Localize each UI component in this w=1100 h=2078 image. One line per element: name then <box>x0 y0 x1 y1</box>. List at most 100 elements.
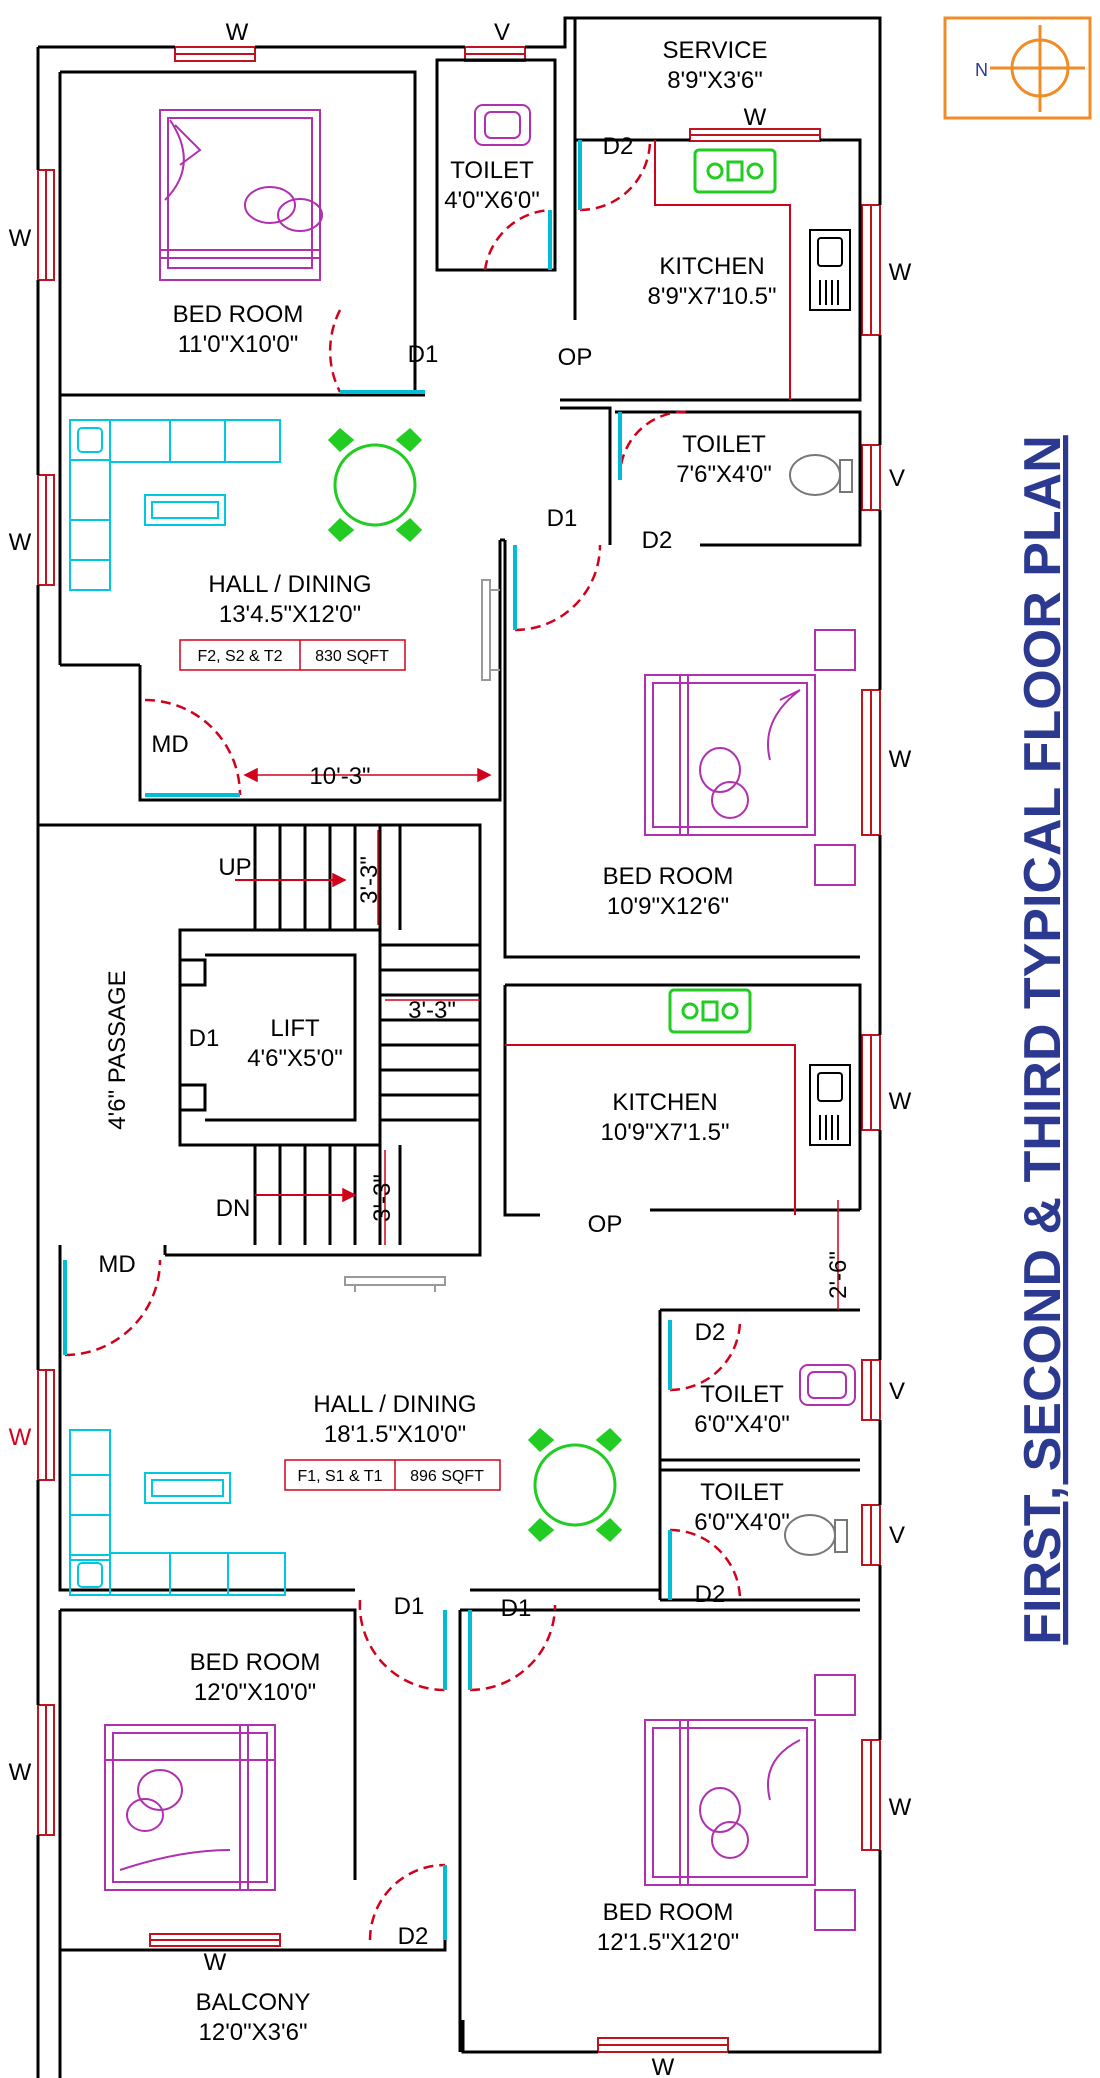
furniture <box>69 104 856 1931</box>
bedroom-right-size: 10'9"X12'6" <box>607 893 729 920</box>
bedroom-bl-label: BED ROOM <box>190 1649 321 1676</box>
toilet-top-size: 4'0"X6'0" <box>444 187 540 214</box>
stair-dim: 3'-3" <box>408 997 456 1024</box>
bedroom-br-label: BED ROOM <box>603 1899 734 1926</box>
window-tag: W <box>652 2054 675 2078</box>
tv-icon <box>481 579 500 681</box>
main-door-tag: MD <box>151 731 188 758</box>
svg-text:N: N <box>975 60 988 80</box>
lift-size: 4'6"X5'0" <box>247 1045 343 1072</box>
walls <box>38 18 880 2078</box>
toilet-b2-size: 6'0"X4'0" <box>694 1509 790 1536</box>
window-tag: W <box>889 746 912 773</box>
area-bottom-value: 896 SQFT <box>410 1468 484 1485</box>
sink-icon <box>809 1064 851 1146</box>
door-d1-tag: D1 <box>394 1593 425 1620</box>
compass-icon: N <box>943 16 1092 120</box>
main-door-tag: MD <box>98 1251 135 1278</box>
passage-label: 4'6" PASSAGE <box>104 970 131 1129</box>
dimension-lines <box>235 767 839 1310</box>
bedroom-bl-size: 12'0"X10'0" <box>194 1679 316 1706</box>
service-size: 8'9"X3'6" <box>667 67 763 94</box>
balcony-label: BALCONY <box>196 1989 311 2016</box>
stair-dim: 3'-3" <box>356 856 383 904</box>
windows <box>37 46 881 2053</box>
bedroom-right-label: BED ROOM <box>603 863 734 890</box>
door-d2-tag: D2 <box>695 1581 726 1608</box>
door-d2-tag: D2 <box>398 1923 429 1950</box>
window-tag: W <box>9 529 32 556</box>
opening-tag: OP <box>588 1211 623 1238</box>
bedroom-top-size: 11'0"X10'0" <box>178 331 299 358</box>
dining-table-icon <box>527 1427 623 1543</box>
lift-label: LIFT <box>270 1015 320 1042</box>
bed-icon <box>644 629 856 886</box>
bed-icon <box>159 109 323 281</box>
doors <box>63 139 742 1941</box>
kitchen-top-size: 8'9"X7'10.5" <box>648 283 777 310</box>
toilet-right-label: TOILET <box>682 431 766 458</box>
vent-tag: V <box>889 1522 905 1549</box>
up-tag: UP <box>218 854 251 881</box>
door-d1-tag: D1 <box>547 505 578 532</box>
window-tag: W <box>889 259 912 286</box>
hall-bottom-label: HALL / DINING <box>313 1391 476 1418</box>
door-d2-tag: D2 <box>695 1319 726 1346</box>
window-tag: W <box>204 1949 227 1976</box>
down-tag: DN <box>216 1195 251 1222</box>
window-tag: W <box>889 1088 912 1115</box>
sink-icon <box>809 229 851 311</box>
area-bottom-units: F1, S1 & T1 <box>297 1468 382 1485</box>
toilet-right-size: 7'6"X4'0" <box>676 461 772 488</box>
window-tag: W <box>9 1424 32 1451</box>
window-tag: W <box>226 19 249 46</box>
door-d2-tag: D2 <box>642 527 673 554</box>
toilet-b1-label: TOILET <box>700 1381 784 1408</box>
vent-tag: V <box>889 1378 905 1405</box>
window-tag: W <box>889 1794 912 1821</box>
sofa-icon <box>69 419 281 591</box>
window-tag: W <box>9 1759 32 1786</box>
door-d1-tag: D1 <box>189 1025 220 1052</box>
labels: SERVICE 8'9"X3'6" TOILET 4'0"X6'0" BED R… <box>9 19 912 2078</box>
area-top-units: F2, S2 & T2 <box>197 648 282 665</box>
toilet-fixture-icon <box>799 1364 856 1406</box>
hall-width-dim: 10'-3" <box>309 763 370 790</box>
opening-tag: OP <box>558 344 593 371</box>
area-boxes <box>179 639 501 1491</box>
hall-top-size: 13'4.5"X12'0" <box>219 601 361 628</box>
door-d2-tag: D2 <box>603 133 634 160</box>
door-d1-tag: D1 <box>501 1595 532 1622</box>
window-tag: W <box>744 104 767 131</box>
window-tag: W <box>9 225 32 252</box>
door-d1-tag: D1 <box>408 341 439 368</box>
sofa-icon <box>69 1429 286 1596</box>
gap-dim: 2'-6" <box>825 1251 852 1299</box>
bed-icon <box>644 1674 856 1931</box>
toilet-fixture-icon <box>789 454 853 496</box>
vent-tag: V <box>889 465 905 492</box>
toilet-fixture-icon <box>474 104 531 146</box>
tv-icon <box>344 1276 446 1292</box>
vent-tag: V <box>494 19 510 46</box>
bedroom-br-size: 12'1.5"X12'0" <box>597 1929 739 1956</box>
hall-top-label: HALL / DINING <box>208 571 371 598</box>
kitchen-mid-size: 10'9"X7'1.5" <box>601 1119 730 1146</box>
balcony-size: 12'0"X3'6" <box>199 2019 308 2046</box>
stove-icon <box>668 988 752 1034</box>
toilet-top-label: TOILET <box>450 157 534 184</box>
area-top-value: 830 SQFT <box>315 648 389 665</box>
toilet-b2-label: TOILET <box>700 1479 784 1506</box>
toilet-b1-size: 6'0"X4'0" <box>694 1411 790 1438</box>
hall-bottom-size: 18'1.5"X10'0" <box>324 1421 466 1448</box>
stove-icon <box>693 148 777 194</box>
dining-table-icon <box>327 427 423 543</box>
kitchen-top-label: KITCHEN <box>659 253 764 280</box>
stair-dim: 3'-3" <box>369 1174 396 1222</box>
bed-icon <box>104 1724 276 1891</box>
plan-title: FIRST, SECOND & THIRD TYPICAL FLOOR PLAN <box>1014 435 1072 1645</box>
service-label: SERVICE <box>663 37 768 64</box>
bedroom-top-label: BED ROOM <box>173 301 304 328</box>
toilet-fixture-icon <box>784 1514 848 1556</box>
